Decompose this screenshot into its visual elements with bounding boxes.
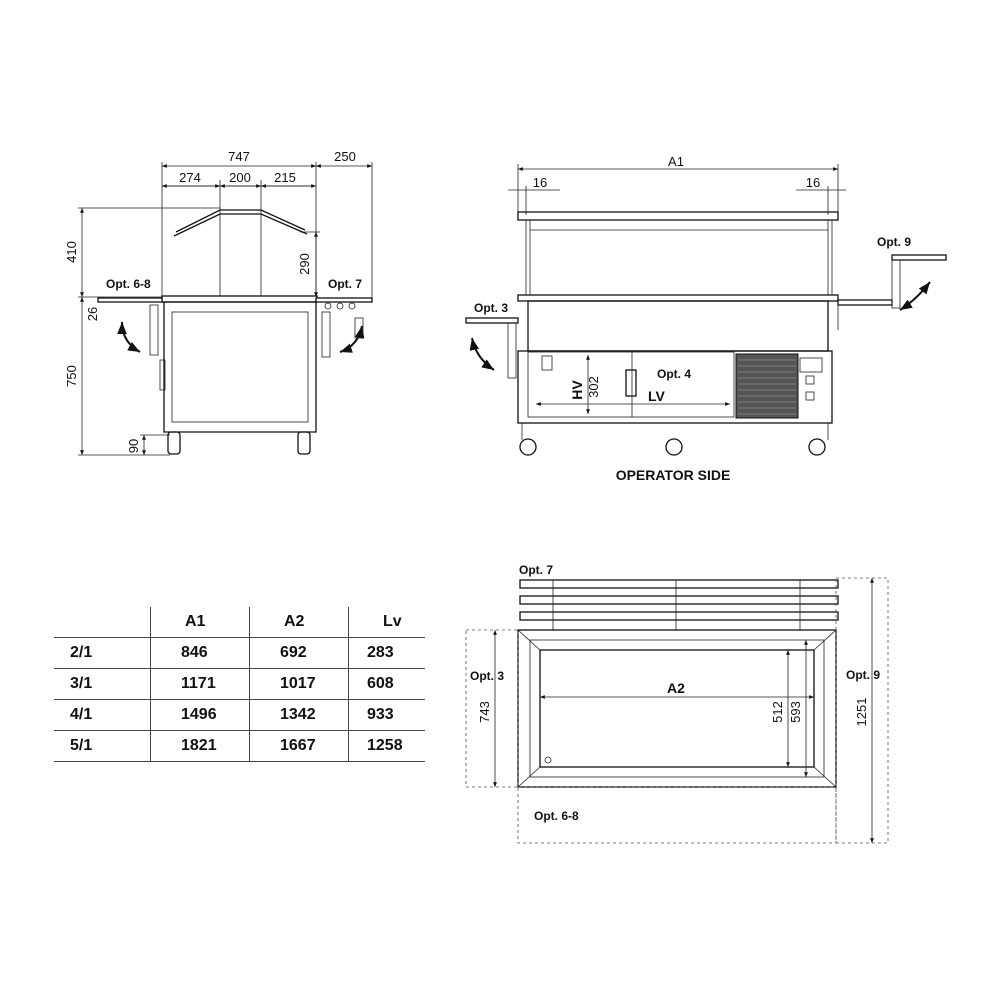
label-opt-6-8-side: Opt. 6-8	[106, 277, 151, 291]
dim-26: 26	[85, 307, 100, 321]
table-cell-lv: 1258	[348, 730, 425, 762]
dim-1251: 1251	[854, 698, 869, 727]
table-cell-lv: 608	[348, 668, 425, 700]
plan-view: Opt. 7 A2 512 593 743 1251 Opt. 3 Opt. 9…	[465, 563, 889, 844]
table-cell-lv: 933	[348, 699, 425, 731]
dim-302: 302	[586, 376, 601, 398]
table-row: 5/1 1821 1667 1258	[54, 730, 425, 762]
dim-410: 410	[64, 241, 79, 263]
table-row: 4/1 1496 1342 933	[54, 699, 425, 731]
label-opt-7-side: Opt. 7	[328, 277, 362, 291]
table-cell-a1: 846	[150, 637, 250, 669]
table-header-blank	[54, 607, 151, 638]
dim-16-right: 16	[806, 175, 820, 190]
table-cell-a2: 1017	[249, 668, 349, 700]
dim-a1: A1	[668, 154, 684, 169]
dim-593: 593	[788, 701, 803, 723]
table-row: 2/1 846 692 283	[54, 637, 425, 669]
table-cell-a2: 692	[249, 637, 349, 669]
table-header-lv: Lv	[348, 607, 425, 638]
label-lv: LV	[648, 388, 666, 404]
table-row: 3/1 1171 1017 608	[54, 668, 425, 700]
dim-290: 290	[297, 253, 312, 275]
label-opt-3-plan: Opt. 3	[470, 669, 504, 683]
table-cell-lv: 283	[348, 637, 425, 669]
dim-512: 512	[770, 701, 785, 723]
table-cell-a1: 1821	[150, 730, 250, 762]
dim-16-left: 16	[533, 175, 547, 190]
label-opt-4: Opt. 4	[657, 367, 691, 381]
label-opt-7-plan: Opt. 7	[519, 563, 553, 577]
table-cell-a2: 1667	[249, 730, 349, 762]
table-cell-a2: 1342	[249, 699, 349, 731]
dim-750: 750	[64, 365, 79, 387]
label-opt-9-plan: Opt. 9	[846, 668, 880, 682]
dimensions-table: A1 A2 Lv 2/1 846 692 283 3/1 1171 1017 6…	[54, 607, 425, 762]
table-cell-size: 2/1	[54, 637, 151, 669]
table-header-row: A1 A2 Lv	[54, 607, 425, 638]
side-view: 747 250 274 200 215 410 750 26 90 290	[64, 149, 373, 456]
dim-274: 274	[179, 170, 201, 185]
table-header-a1: A1	[150, 607, 250, 638]
table-cell-size: 5/1	[54, 730, 151, 762]
dim-215: 215	[274, 170, 296, 185]
table-cell-a1: 1171	[150, 668, 250, 700]
label-opt-3-front: Opt. 3	[474, 301, 508, 315]
front-view: A1 16 16	[465, 154, 947, 483]
label-opt-9-front: Opt. 9	[877, 235, 911, 249]
label-opt-6-8-plan: Opt. 6-8	[534, 809, 579, 823]
dim-a2: A2	[667, 680, 685, 696]
table-cell-size: 4/1	[54, 699, 151, 731]
dim-747: 747	[228, 149, 250, 164]
dim-743: 743	[477, 701, 492, 723]
table-cell-size: 3/1	[54, 668, 151, 700]
caption-operator-side: OPERATOR SIDE	[616, 467, 731, 483]
label-hv: HV	[569, 380, 585, 400]
dim-200: 200	[229, 170, 251, 185]
table-header-a2: A2	[249, 607, 349, 638]
table-cell-a1: 1496	[150, 699, 250, 731]
dim-250: 250	[334, 149, 356, 164]
dim-90: 90	[126, 439, 141, 453]
